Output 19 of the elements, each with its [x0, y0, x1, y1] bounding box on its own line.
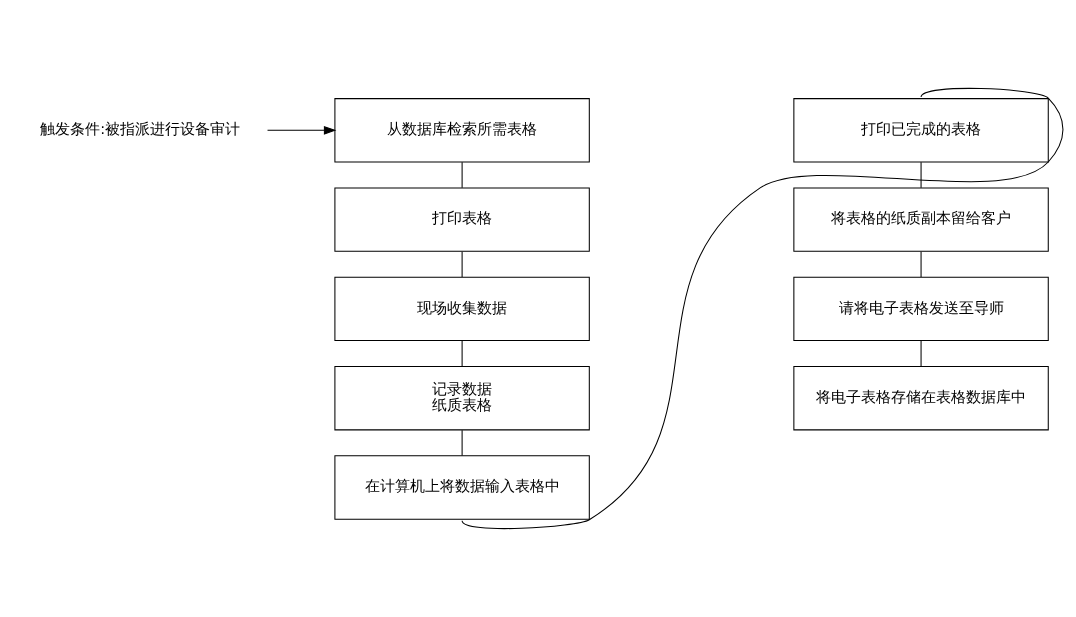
connector [461, 251, 463, 278]
arrow [267, 125, 337, 135]
connector [461, 429, 463, 457]
node-box: 将表格的纸质副本留给客户 [793, 187, 1049, 252]
node-box: 打印已完成的表格 [793, 98, 1049, 163]
node-box: 打印表格 [334, 187, 590, 252]
node-box: 在计算机上将数据输入表格中 [334, 455, 590, 520]
connector [461, 87, 1064, 530]
connector [920, 340, 922, 367]
connector [920, 161, 922, 189]
connector [461, 161, 463, 189]
node-box: 从数据库检索所需表格 [334, 98, 590, 163]
node-box: 现场收集数据 [334, 276, 590, 342]
connector [461, 340, 463, 367]
connector [920, 251, 922, 278]
node-box: 请将电子表格发送至导师 [793, 276, 1049, 342]
node-box: 将电子表格存储在表格数据库中 [793, 366, 1049, 431]
node-text: 触发条件:被指派进行设备审计 [40, 121, 241, 138]
node-box: 记录数据 纸质表格 [334, 366, 590, 431]
